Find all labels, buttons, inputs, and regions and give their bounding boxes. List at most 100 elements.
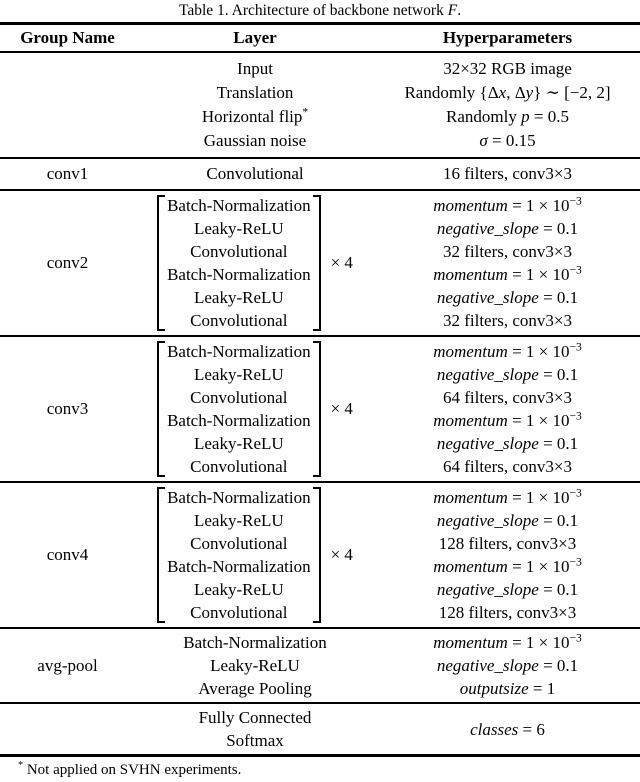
layer-row: Leaky-ReLU [210,656,300,675]
bracket-right-icon [312,195,321,331]
layer-cell: Batch-Normalization Leaky-ReLU Convoluti… [135,194,375,332]
hyper-row: negative_slope = 0.1 [436,434,579,453]
hyper-row: σ = 0.15 [479,131,536,150]
layer-row: Batch-Normalization [183,633,327,652]
bracket-right-icon [312,487,321,623]
repeat-multiplier: × 4 [330,545,353,564]
bracket-left-icon [157,341,166,477]
hyper-row: momentum = 1 × 10−3 [433,631,582,652]
hyper-row: negative_slope = 0.1 [436,219,579,238]
hyperparameters-cell: momentum = 1 × 10−3 negative_slope = 0.1… [375,194,640,332]
group-name-cell: avg-pool [37,655,98,675]
hyper-row: negative_slope = 0.1 [436,580,579,599]
hyper-row: outputsize = 1 [459,679,556,698]
hyperparameters-cell: 32×32 RGB image Randomly {Δx, Δy} ∼ [−2,… [375,57,640,153]
hyper-row: negative_slope = 0.1 [436,511,579,530]
layer-row: Batch-Normalization [167,557,311,576]
layer-row: Batch-Normalization [167,196,311,215]
hyper-row: momentum = 1 × 10−3 [433,555,582,576]
layer-row: Leaky-ReLU [193,511,284,530]
layer-row: Convolutional [190,311,288,330]
section-rule [0,335,640,337]
repeated-block: Batch-Normalization Leaky-ReLU Convoluti… [135,486,375,624]
hyperparameters-cell: momentum = 1 × 10−3 negative_slope = 0.1… [375,340,640,478]
layer-cell: Batch-Normalization Leaky-ReLU Convoluti… [135,340,375,478]
layer-row: Translation [216,83,294,102]
hyper-row: Randomly p = 0.5 [446,107,569,126]
group-name-cell: conv1 [0,162,135,186]
hyper-row: momentum = 1 × 10−3 [433,263,582,284]
header-row: Group Name Layer Hyperparameters [0,25,640,51]
layer-row: Fully Connected [198,708,312,727]
group-name: conv1 [46,164,89,183]
hyper-row: 32×32 RGB image [443,59,572,78]
layer-row: Batch-Normalization [167,342,311,361]
layer-stack: Batch-Normalization Leaky-ReLU Convoluti… [165,486,313,624]
layer-row: Leaky-ReLU [193,580,284,599]
layer-stack: Batch-Normalization Leaky-ReLU Convoluti… [165,194,313,332]
layer-row: Horizontal flip* [201,105,309,126]
hyper-row: classes = 6 [470,719,545,739]
col-header-hyperparameters: Hyperparameters [442,28,573,47]
group-name-cell: conv4 [46,545,89,564]
section-avg-pool: avg-pool Batch-Normalization Leaky-ReLU … [0,629,640,702]
hyper-row: 32 filters, conv3×3 [442,311,573,330]
section-conv3: conv3 Batch-Normalization Leaky-ReLU Con… [0,337,640,481]
header-rule [0,51,640,53]
layer-stack: Batch-Normalization Leaky-ReLU Convoluti… [165,340,313,478]
hyperparameters-cell: classes = 6 [375,718,640,741]
section-preprocess: Input Translation Horizontal flip* Gauss… [0,53,640,157]
layer-cell: Batch-Normalization Leaky-ReLU Average P… [135,631,375,700]
layer-row: Leaky-ReLU [193,365,284,384]
hyperparameters-cell: momentum = 1 × 10−3 negative_slope = 0.1… [375,486,640,624]
layer-row: Batch-Normalization [167,265,311,284]
hyper-row: 64 filters, conv3×3 [442,388,573,407]
section-conv1: conv1 Convolutional 16 filters, conv3×3 [0,159,640,189]
bracket-left-icon [157,487,166,623]
repeated-block: Batch-Normalization Leaky-ReLU Convoluti… [135,194,375,332]
layer-row: Average Pooling [198,679,312,698]
table-caption: Table 1. Architecture of backbone networ… [178,2,462,19]
group-name-cell: conv3 [46,399,89,418]
layer-row: Batch-Normalization [167,411,311,430]
hyper-row: momentum = 1 × 10−3 [433,340,582,361]
repeated-block: Batch-Normalization Leaky-ReLU Convoluti… [135,340,375,478]
layer-row: Convolutional [206,164,304,183]
col-header-group-name: Group Name [20,28,115,47]
hyper-row: 128 filters, conv3×3 [438,603,577,622]
hyper-row: negative_slope = 0.1 [436,656,579,675]
layer-cell: Convolutional [135,162,375,186]
layer-cell: Batch-Normalization Leaky-ReLU Convoluti… [135,486,375,624]
hyperparameters-cell: 16 filters, conv3×3 [375,162,640,186]
layer-row: Input [237,59,273,78]
bottom-rule [0,754,640,757]
section-rule [0,157,640,159]
hyperparameters-cell: momentum = 1 × 10−3 negative_slope = 0.1… [375,631,640,700]
top-rule [0,22,640,25]
hyper-row: momentum = 1 × 10−3 [433,409,582,430]
layer-row: Leaky-ReLU [193,219,284,238]
hyper-row: negative_slope = 0.1 [436,288,579,307]
bracket-right-icon [312,341,321,477]
repeat-multiplier: × 4 [330,399,353,418]
section-rule [0,627,640,629]
section-rule [0,189,640,191]
table-footnote: * Not applied on SVHN experiments. [18,760,242,778]
layer-row: Gaussian noise [203,131,307,150]
section-conv2: conv2 Batch-Normalization Leaky-ReLU Con… [0,191,640,335]
layer-row: Convolutional [190,534,288,553]
hyper-row: 64 filters, conv3×3 [442,457,573,476]
layer-row: Convolutional [190,603,288,622]
hyper-row: momentum = 1 × 10−3 [433,194,582,215]
hyper-row: 16 filters, conv3×3 [442,164,573,183]
layer-row: Convolutional [190,242,288,261]
layer-cell: Input Translation Horizontal flip* Gauss… [135,57,375,153]
section-rule [0,702,640,704]
layer-row: Convolutional [190,388,288,407]
layer-row: Leaky-ReLU [193,434,284,453]
section-classifier: Fully Connected Softmax classes = 6 [0,704,640,754]
layer-row: Batch-Normalization [167,488,311,507]
hyper-row: 32 filters, conv3×3 [442,242,573,261]
bracket-left-icon [157,195,166,331]
